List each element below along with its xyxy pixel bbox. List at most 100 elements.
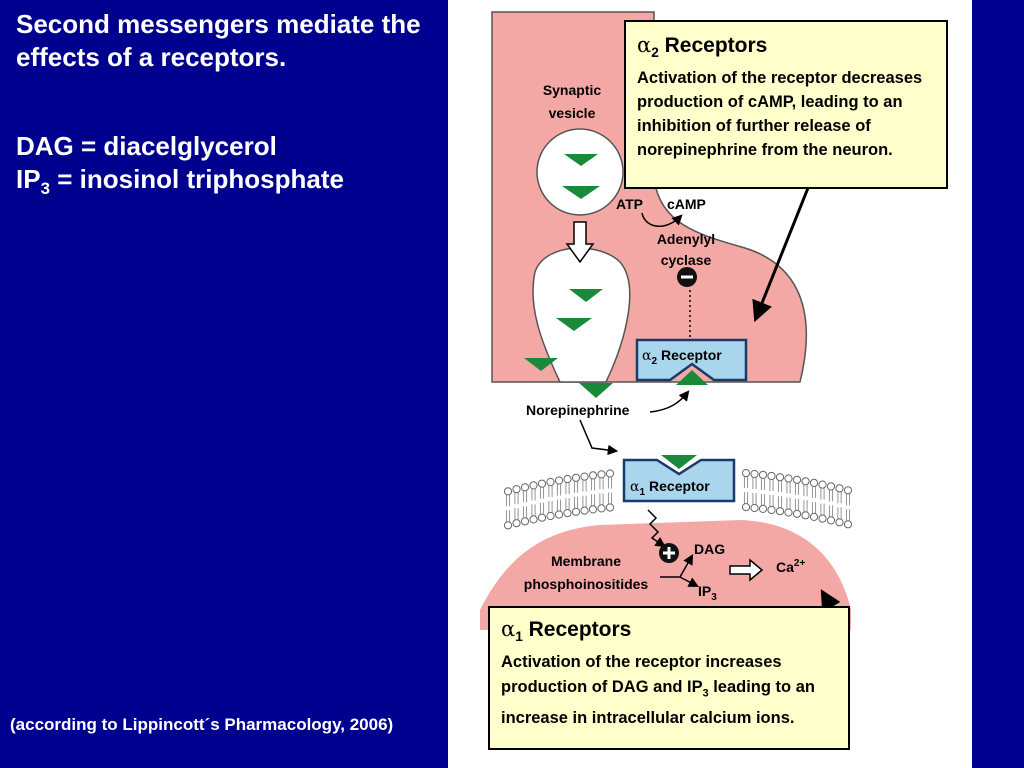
lipid-head (588, 505, 598, 514)
synaptic-vesicle (536, 128, 624, 216)
alpha2-title-text: Receptors (658, 34, 768, 57)
lipid-head (792, 509, 802, 518)
calcium-release-arrow (729, 558, 764, 582)
lipid-head (809, 478, 819, 487)
alpha2-callout-body: Activation of the receptor decreases pro… (637, 69, 923, 160)
lipid-head (571, 507, 581, 516)
abbr-ip3-rest: = inosinol triphosphate (49, 164, 344, 194)
lipid-head (784, 508, 793, 517)
alpha2-sub: 2 (651, 45, 659, 61)
alpha1-callout-body: Activation of the receptor increases pro… (501, 650, 838, 731)
lipid-head (520, 517, 530, 526)
arrow-to-alpha1 (579, 419, 619, 456)
lipid-head (537, 479, 547, 488)
lipid-head (826, 482, 836, 491)
lipid-head (792, 475, 802, 484)
lipid-head (529, 515, 538, 524)
norepinephrine-molecule (524, 358, 558, 371)
postsynaptic-cell (480, 520, 851, 630)
alpha1-receptor (622, 458, 736, 503)
lipid-head (563, 508, 572, 518)
norepinephrine-molecule (562, 186, 600, 199)
bound-norepinephrine (676, 370, 708, 385)
alpha1-body-part2: leading to an increase in intracellular … (501, 678, 815, 728)
lipid-head (775, 507, 785, 516)
release-arrow (565, 221, 595, 264)
lipid-head (546, 511, 555, 521)
lipid-head (758, 470, 768, 479)
lipid-head (784, 474, 793, 483)
calcium-label: Ca2+ (776, 558, 805, 575)
signal-arrow (647, 509, 666, 548)
minus-icon (681, 275, 693, 279)
alpha2-receptor (635, 338, 748, 382)
norepinephrine-label: Norepinephrine (526, 402, 630, 418)
lipid-head (537, 513, 547, 522)
lipid-head (801, 511, 810, 520)
cell-membrane (503, 469, 853, 530)
atp-label: ATP (616, 196, 643, 212)
norepinephrine-molecule (556, 318, 592, 331)
lipid-head (512, 519, 521, 528)
atp-to-camp-arrow (641, 212, 683, 227)
lipid-head (605, 503, 615, 512)
lipid-head (554, 510, 564, 519)
lipid-head (826, 516, 836, 525)
lipid-head (580, 506, 589, 515)
lipid-head (571, 473, 581, 482)
adenylyl-cyclase-label: cyclase (661, 252, 712, 268)
adenylyl-cyclase-label: Adenylyl (657, 231, 715, 247)
alpha1-title-text: Receptors (522, 618, 632, 641)
lipid-head (835, 518, 844, 527)
alpha-symbol: α (637, 33, 652, 57)
lipid-head (529, 481, 538, 490)
membrane-phosphoinositides-label: phosphoinositides (524, 576, 649, 592)
alpha2-callout: α2 Receptors Activation of the receptor … (624, 20, 948, 189)
lipid-head (750, 469, 759, 479)
ip3-label: IP3 (698, 583, 717, 603)
lipid-head (512, 485, 521, 494)
lipid-head (775, 473, 785, 482)
lipid-head (503, 487, 513, 496)
dag-label: DAG (694, 541, 725, 557)
lipid-head (835, 484, 844, 493)
plus-icon (667, 547, 671, 559)
alpha1-callout-title: α1 Receptors (501, 616, 838, 650)
norepinephrine-molecule (564, 154, 598, 166)
lipid-head (554, 476, 564, 485)
arrow-to-alpha2 (649, 390, 690, 413)
norepinephrine-molecule (579, 383, 613, 398)
lipid-head (767, 471, 776, 481)
synaptic-vesicle-label: Synaptic (543, 82, 602, 98)
lipid-head (741, 503, 751, 512)
lipid-head (767, 505, 776, 515)
abbr-ip3-sub: 3 (40, 179, 50, 199)
lipid-head (520, 483, 530, 492)
lipid-head (597, 470, 606, 479)
lipid-head (588, 471, 598, 480)
abbr-ip3-prefix: IP (16, 164, 41, 194)
lipid-head (750, 503, 759, 513)
lipid-head (546, 477, 555, 487)
branch-to-ip3 (679, 576, 699, 588)
lipid-head (809, 512, 819, 522)
alpha2-callout-pointer (752, 187, 810, 323)
alpha2-callout-title: α2 Receptors (637, 32, 936, 66)
lipid-head (563, 475, 572, 484)
lipid-head (818, 514, 827, 523)
lipid-head (843, 486, 853, 495)
membrane-phosphoinositides-label: Membrane (551, 553, 621, 569)
bound-norepinephrine (661, 455, 697, 469)
lipid-head (741, 469, 751, 478)
synaptic-vesicle-label: vesicle (549, 105, 596, 121)
norepinephrine-molecule (569, 289, 603, 302)
lipid-head (758, 504, 768, 513)
abbr-ip3: IP3 = inosinol triphosphate (16, 163, 436, 205)
abbr-dag: DAG = diacelglycerol (16, 131, 277, 161)
alpha1-sub: 1 (515, 629, 523, 645)
abbreviations: DAG = diacelglycerol IP3 = inosinol trip… (16, 130, 436, 205)
alpha-symbol: α (501, 617, 516, 641)
